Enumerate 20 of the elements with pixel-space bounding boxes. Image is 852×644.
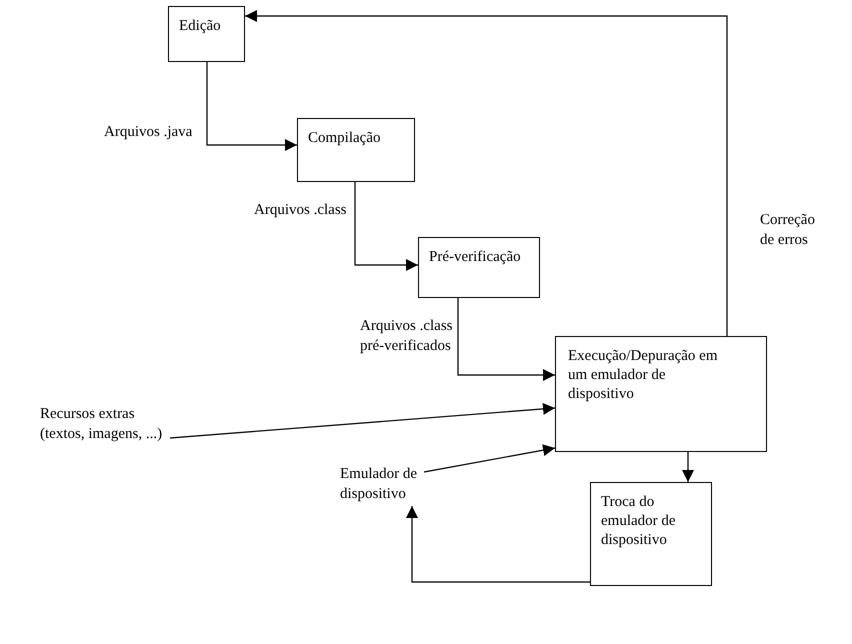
box-label: Pré-verificação (429, 248, 522, 267)
process-box (297, 118, 415, 182)
box-label: Edição (179, 17, 222, 36)
text-label: Recursos extras (textos, imagens, ...) (40, 404, 170, 446)
arrow (354, 182, 418, 271)
process-box (168, 6, 245, 62)
process-box (418, 237, 540, 298)
process-box (555, 336, 767, 452)
arrow (245, 10, 728, 336)
arrow (406, 506, 590, 583)
arrow (682, 452, 694, 482)
text-label: Emulador de dispositivo (340, 464, 424, 506)
box-label: Execução/Depuração em um emulador de dispositivo (568, 347, 718, 404)
arrow (170, 402, 556, 439)
arrow (206, 62, 297, 151)
arrow (424, 444, 556, 473)
arrow (457, 298, 555, 381)
box-label: Compilação (308, 129, 382, 148)
process-box (590, 482, 712, 586)
box-label: Troca do emulador de dispositivo (601, 493, 677, 550)
